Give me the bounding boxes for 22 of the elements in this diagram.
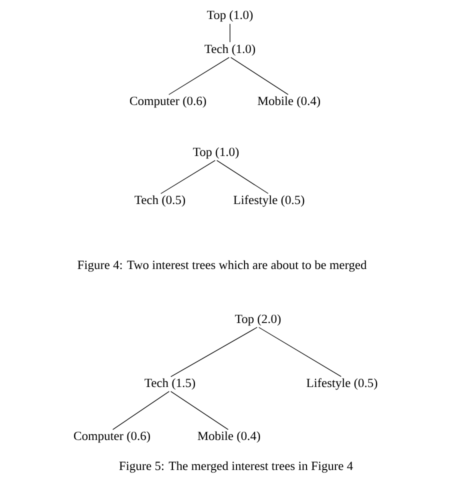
tree-edge (168, 57, 230, 95)
tree-node-label: Top (1.0) (207, 10, 253, 22)
tree-node-label: Top (1.0) (193, 147, 239, 159)
tree-node-label: Tech (1.0) (204, 44, 256, 56)
tree-edge (112, 391, 170, 430)
tree-edge (230, 57, 289, 95)
figure-caption: Figure 4: Two interest trees which are about to be merged (78, 260, 367, 272)
tree-edge (160, 160, 216, 194)
tree-edge (170, 391, 228, 430)
tree-node-label: Tech (1.5) (144, 378, 196, 390)
tree-edge (258, 327, 342, 377)
tree-node-label: Top (2.0) (235, 314, 281, 326)
figure-caption: Figure 5: The merged interest trees in Figure 4 (119, 461, 353, 473)
tree-node-label: Lifestyle (0.5) (306, 378, 378, 390)
tree-node-label: Lifestyle (0.5) (234, 195, 304, 207)
tree-node-label: Mobile (0.4) (198, 431, 260, 443)
tree-node-label: Mobile (0.4) (258, 96, 320, 108)
tree-node-label: Computer (0.6) (130, 96, 206, 108)
tree-edge (216, 160, 268, 194)
tree-node-label: Tech (0.5) (134, 195, 186, 207)
tree-node-label: Computer (0.6) (74, 431, 150, 443)
tree-edge (170, 327, 258, 377)
